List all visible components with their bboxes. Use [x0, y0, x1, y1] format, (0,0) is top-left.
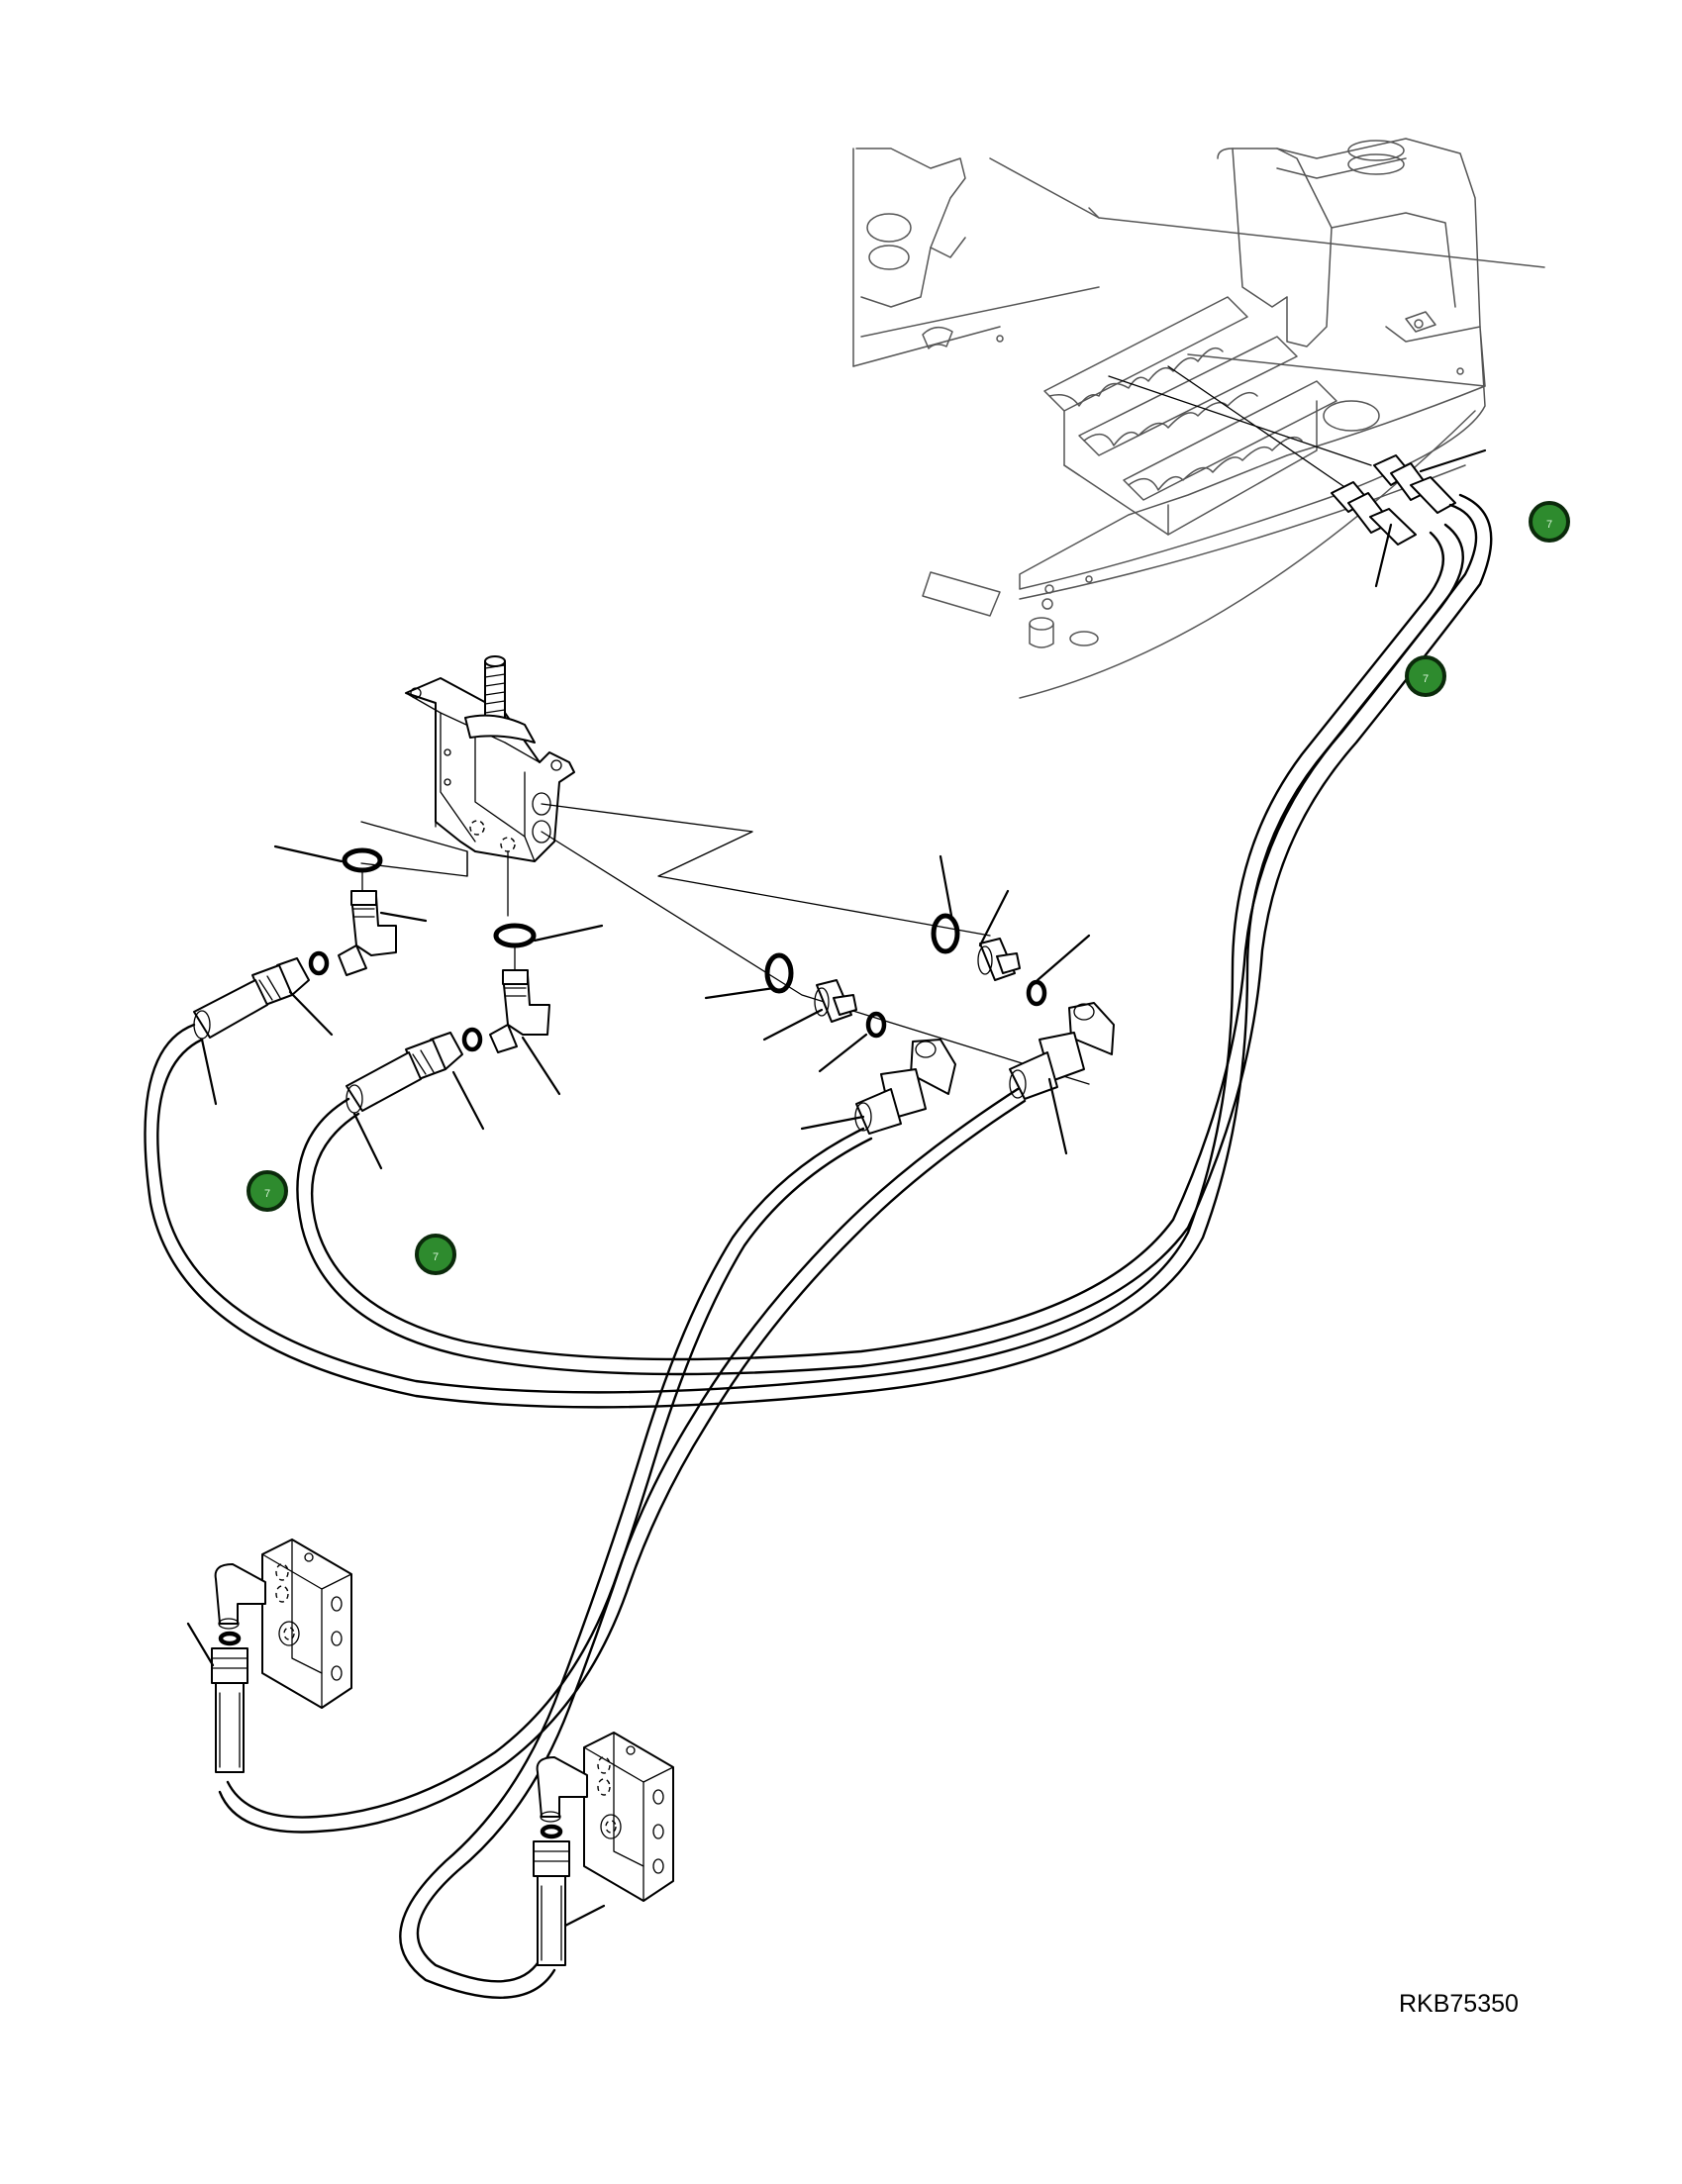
o-ring-small	[461, 1027, 483, 1052]
o-ring	[342, 847, 383, 873]
hose-c-inner	[416, 1137, 873, 1983]
callout-marker-2: 7	[1405, 655, 1446, 697]
o-ring-small	[865, 1011, 887, 1039]
fitting-group-center	[764, 913, 1115, 1135]
leader-lines	[186, 448, 1487, 1928]
hose-end-fitting	[193, 957, 310, 1040]
callout-number: 7	[1546, 519, 1552, 531]
valve-block	[405, 655, 575, 862]
straight-adapter	[814, 979, 857, 1023]
hose-b-outer	[296, 493, 1493, 1376]
hose-end-fitting	[1373, 454, 1456, 514]
hose-a-inner	[156, 531, 1444, 1394]
manifold-block-right	[533, 1732, 674, 1966]
o-ring-small	[540, 1824, 563, 1839]
drawing-reference-code: RKB75350	[1399, 1990, 1519, 2018]
hose-d-inner	[218, 1099, 1027, 1834]
callout-marker-4: 7	[415, 1234, 456, 1275]
straight-adapter	[977, 938, 1021, 981]
o-ring	[931, 913, 960, 954]
hose-end-fitting	[346, 1032, 463, 1114]
o-ring-small	[1026, 979, 1047, 1007]
machine-frame	[852, 138, 1545, 699]
hose-end-fitting	[1331, 481, 1417, 546]
hose-b-inner	[310, 503, 1478, 1361]
manifold-block-left	[211, 1539, 352, 1773]
o-ring-small	[308, 950, 330, 976]
callout-number: 7	[264, 1188, 270, 1200]
o-ring	[764, 952, 794, 994]
callout-number: 7	[1423, 673, 1429, 685]
elbow-fitting	[489, 969, 550, 1053]
hoses	[144, 493, 1493, 1999]
hose-elbow-fitting	[854, 1039, 956, 1135]
elbow-fitting	[338, 890, 397, 976]
hose-elbow-fitting	[1009, 1002, 1115, 1100]
hose-d-outer	[226, 1087, 1020, 1819]
fitting-group-top-right	[1331, 454, 1456, 546]
o-ring	[493, 923, 537, 948]
fitting-group-left	[193, 847, 550, 1114]
port-center-lines	[360, 803, 1090, 1085]
callout-marker-3: 7	[247, 1170, 288, 1212]
callout-number: 7	[433, 1251, 439, 1263]
hose-c-outer	[399, 1127, 865, 1999]
callout-marker-1: 7	[1529, 501, 1570, 543]
o-ring-small	[218, 1631, 242, 1646]
